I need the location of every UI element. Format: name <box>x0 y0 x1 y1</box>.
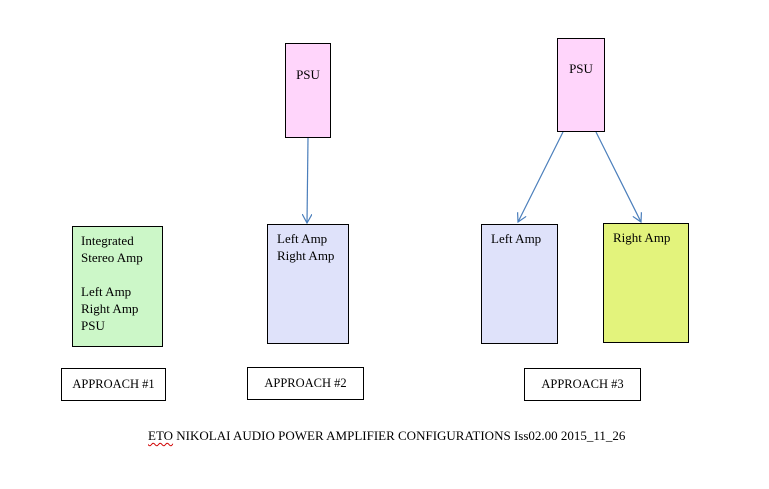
left-right-amp-box: Left Amp Right Amp <box>267 224 349 344</box>
psu-label: PSU <box>569 61 593 76</box>
box-line: Right Amp <box>277 248 335 263</box>
approach-3-label: APPROACH #3 <box>524 368 641 401</box>
box-line: Integrated <box>81 233 134 248</box>
psu-box-approach-3: PSU <box>557 38 605 132</box>
psu-box-approach-2: PSU <box>285 43 331 138</box>
psu-label: PSU <box>296 67 320 82</box>
box-line: PSU <box>81 318 105 333</box>
arrow-psu3-to-right-amp <box>595 131 641 222</box>
left-amp-box: Left Amp <box>481 224 558 344</box>
box-line <box>81 266 154 283</box>
left-amp-label: Left Amp <box>491 231 542 246</box>
box-line: Left Amp <box>277 231 328 246</box>
arrow-psu2-to-amp <box>307 137 308 223</box>
right-amp-box: Right Amp <box>603 223 689 343</box>
caption-first-word: ETO <box>148 428 174 443</box>
right-amp-label: Right Amp <box>613 230 671 245</box>
approach-1-label: APPROACH #1 <box>61 368 166 401</box>
approach-2-label: APPROACH #2 <box>247 367 364 400</box>
box-line: Left Amp <box>81 284 132 299</box>
integrated-stereo-amp-box: Integrated Stereo Amp Left Amp Right Amp… <box>72 226 163 347</box>
diagram-caption: ETO NIKOLAI AUDIO POWER AMPLIFIER CONFIG… <box>148 428 625 444</box>
box-line: Stereo Amp <box>81 250 143 265</box>
box-line: Right Amp <box>81 301 139 316</box>
caption-rest: NIKOLAI AUDIO POWER AMPLIFIER CONFIGURAT… <box>173 428 626 443</box>
arrow-psu3-to-left-amp <box>518 131 564 222</box>
